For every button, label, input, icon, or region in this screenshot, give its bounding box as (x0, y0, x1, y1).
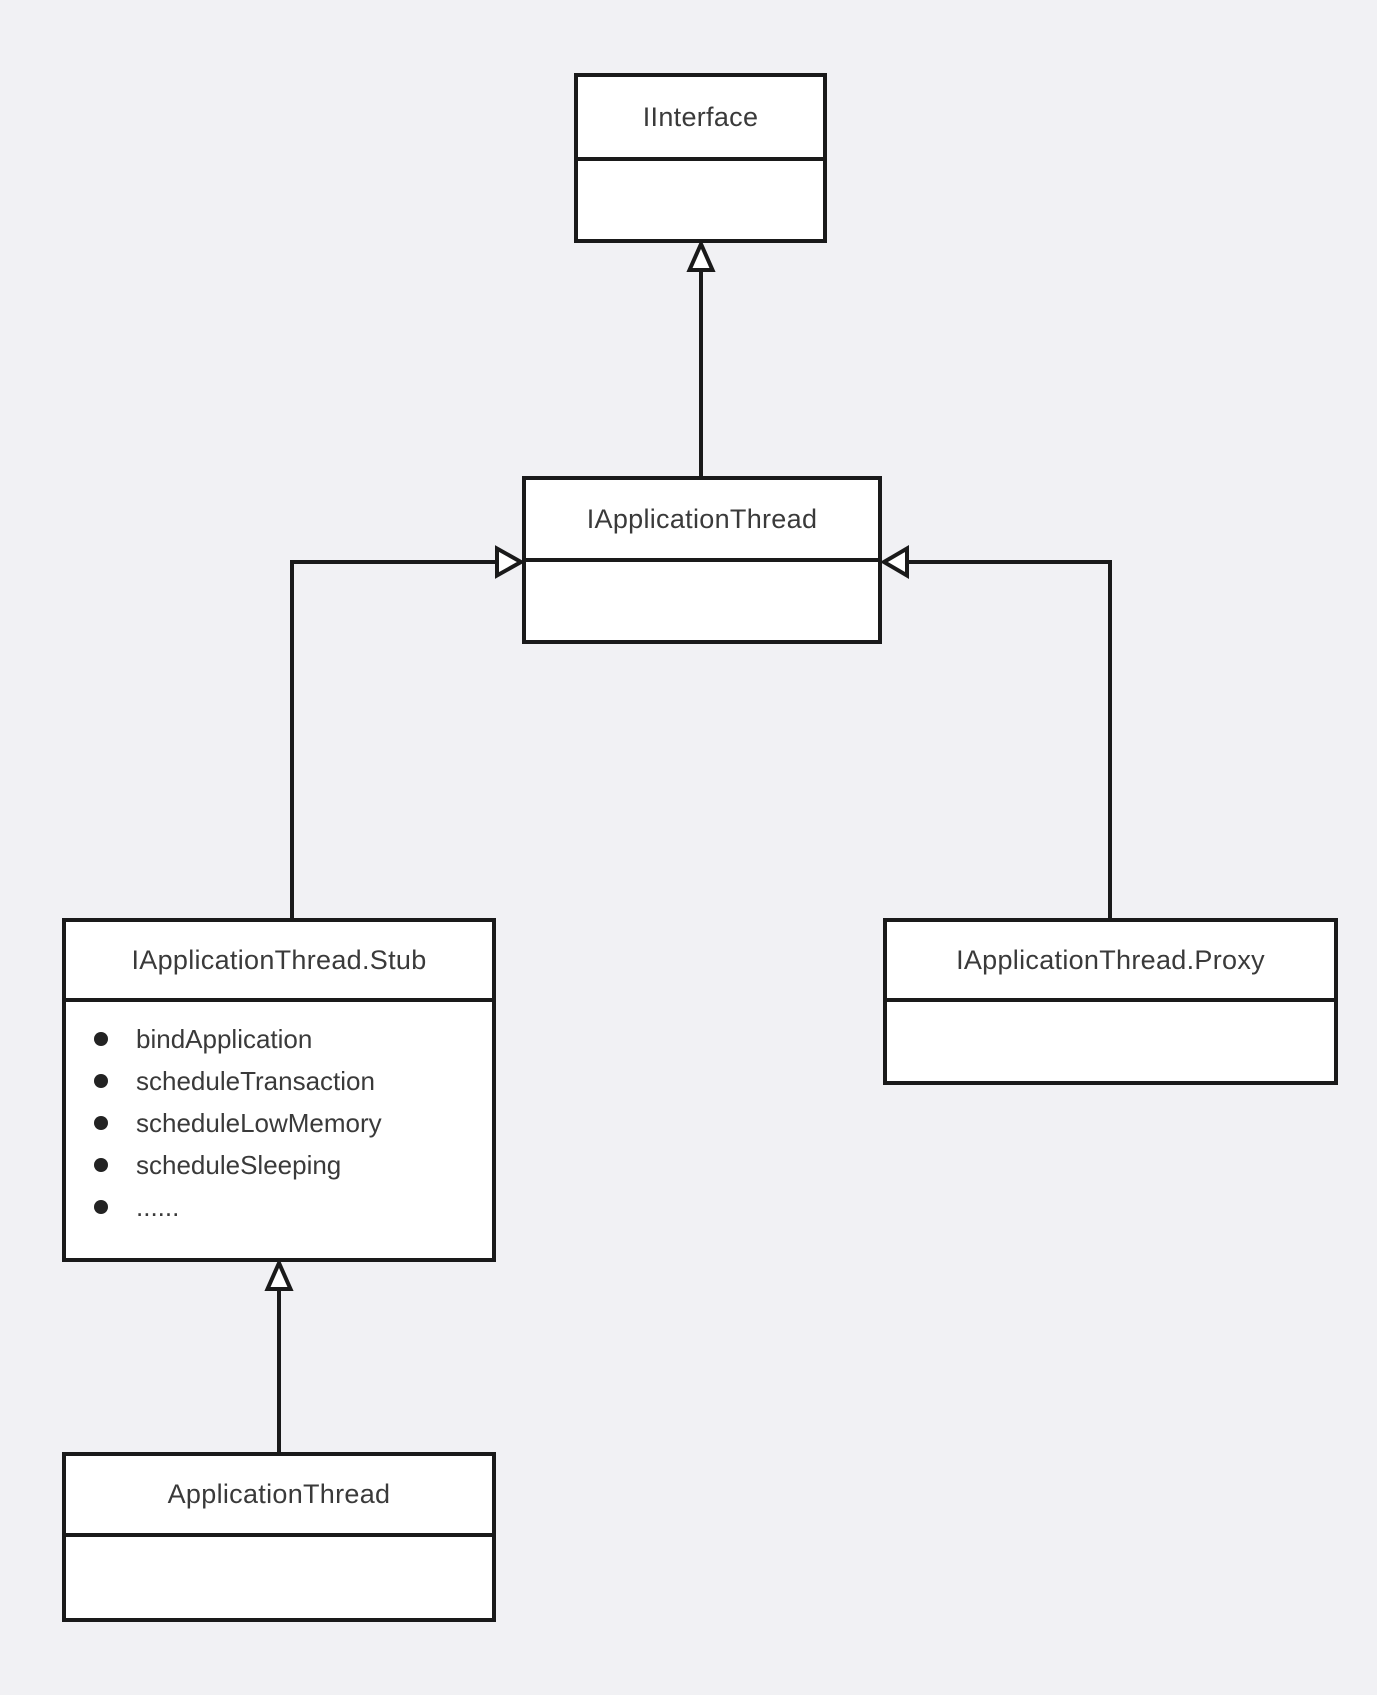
method-label: ...... (136, 1192, 180, 1222)
method-label: scheduleLowMemory (136, 1108, 382, 1138)
class-box-iinterface: IInterface (574, 73, 827, 243)
bullet-icon (94, 1200, 108, 1214)
class-title-iinterface: IInterface (578, 77, 823, 161)
bullet-icon (94, 1032, 108, 1046)
class-title-iapplicationthread-stub: IApplicationThread.Stub (66, 922, 492, 1002)
bullet-icon (94, 1116, 108, 1130)
class-box-iapplicationthread: IApplicationThread (522, 476, 882, 644)
method-item: scheduleLowMemory (66, 1102, 492, 1144)
generalization-arrowhead-up-stub (264, 1258, 294, 1291)
class-box-iapplicationthread-proxy: IApplicationThread.Proxy (883, 918, 1338, 1085)
generalization-arrowhead-up-iinterface (686, 239, 716, 272)
bullet-icon (94, 1158, 108, 1172)
method-item: scheduleSleeping (66, 1144, 492, 1186)
method-label: bindApplication (136, 1024, 313, 1054)
method-label: scheduleTransaction (136, 1066, 375, 1096)
class-box-iapplicationthread-stub: IApplicationThread.Stub bindApplication … (62, 918, 496, 1262)
bullet-icon (94, 1074, 108, 1088)
method-item: scheduleTransaction (66, 1060, 492, 1102)
generalization-arrowhead-right-iapplicationthread (495, 545, 526, 579)
class-title-applicationthread: ApplicationThread (66, 1456, 492, 1537)
edge-proxy-to-iapplicationthread (907, 560, 1112, 918)
method-list: bindApplication scheduleTransaction sche… (66, 1002, 492, 1228)
method-item: ...... (66, 1186, 492, 1228)
class-body-iapplicationthread-stub: bindApplication scheduleTransaction sche… (66, 1002, 492, 1228)
generalization-arrowhead-left-iapplicationthread (880, 545, 909, 579)
method-label: scheduleSleeping (136, 1150, 342, 1180)
class-title-iapplicationthread-proxy: IApplicationThread.Proxy (887, 922, 1334, 1002)
class-box-applicationthread: ApplicationThread (62, 1452, 496, 1622)
edge-stub-to-iapplicationthread (290, 560, 497, 918)
method-item: bindApplication (66, 1018, 492, 1060)
class-title-iapplicationthread: IApplicationThread (526, 480, 878, 562)
